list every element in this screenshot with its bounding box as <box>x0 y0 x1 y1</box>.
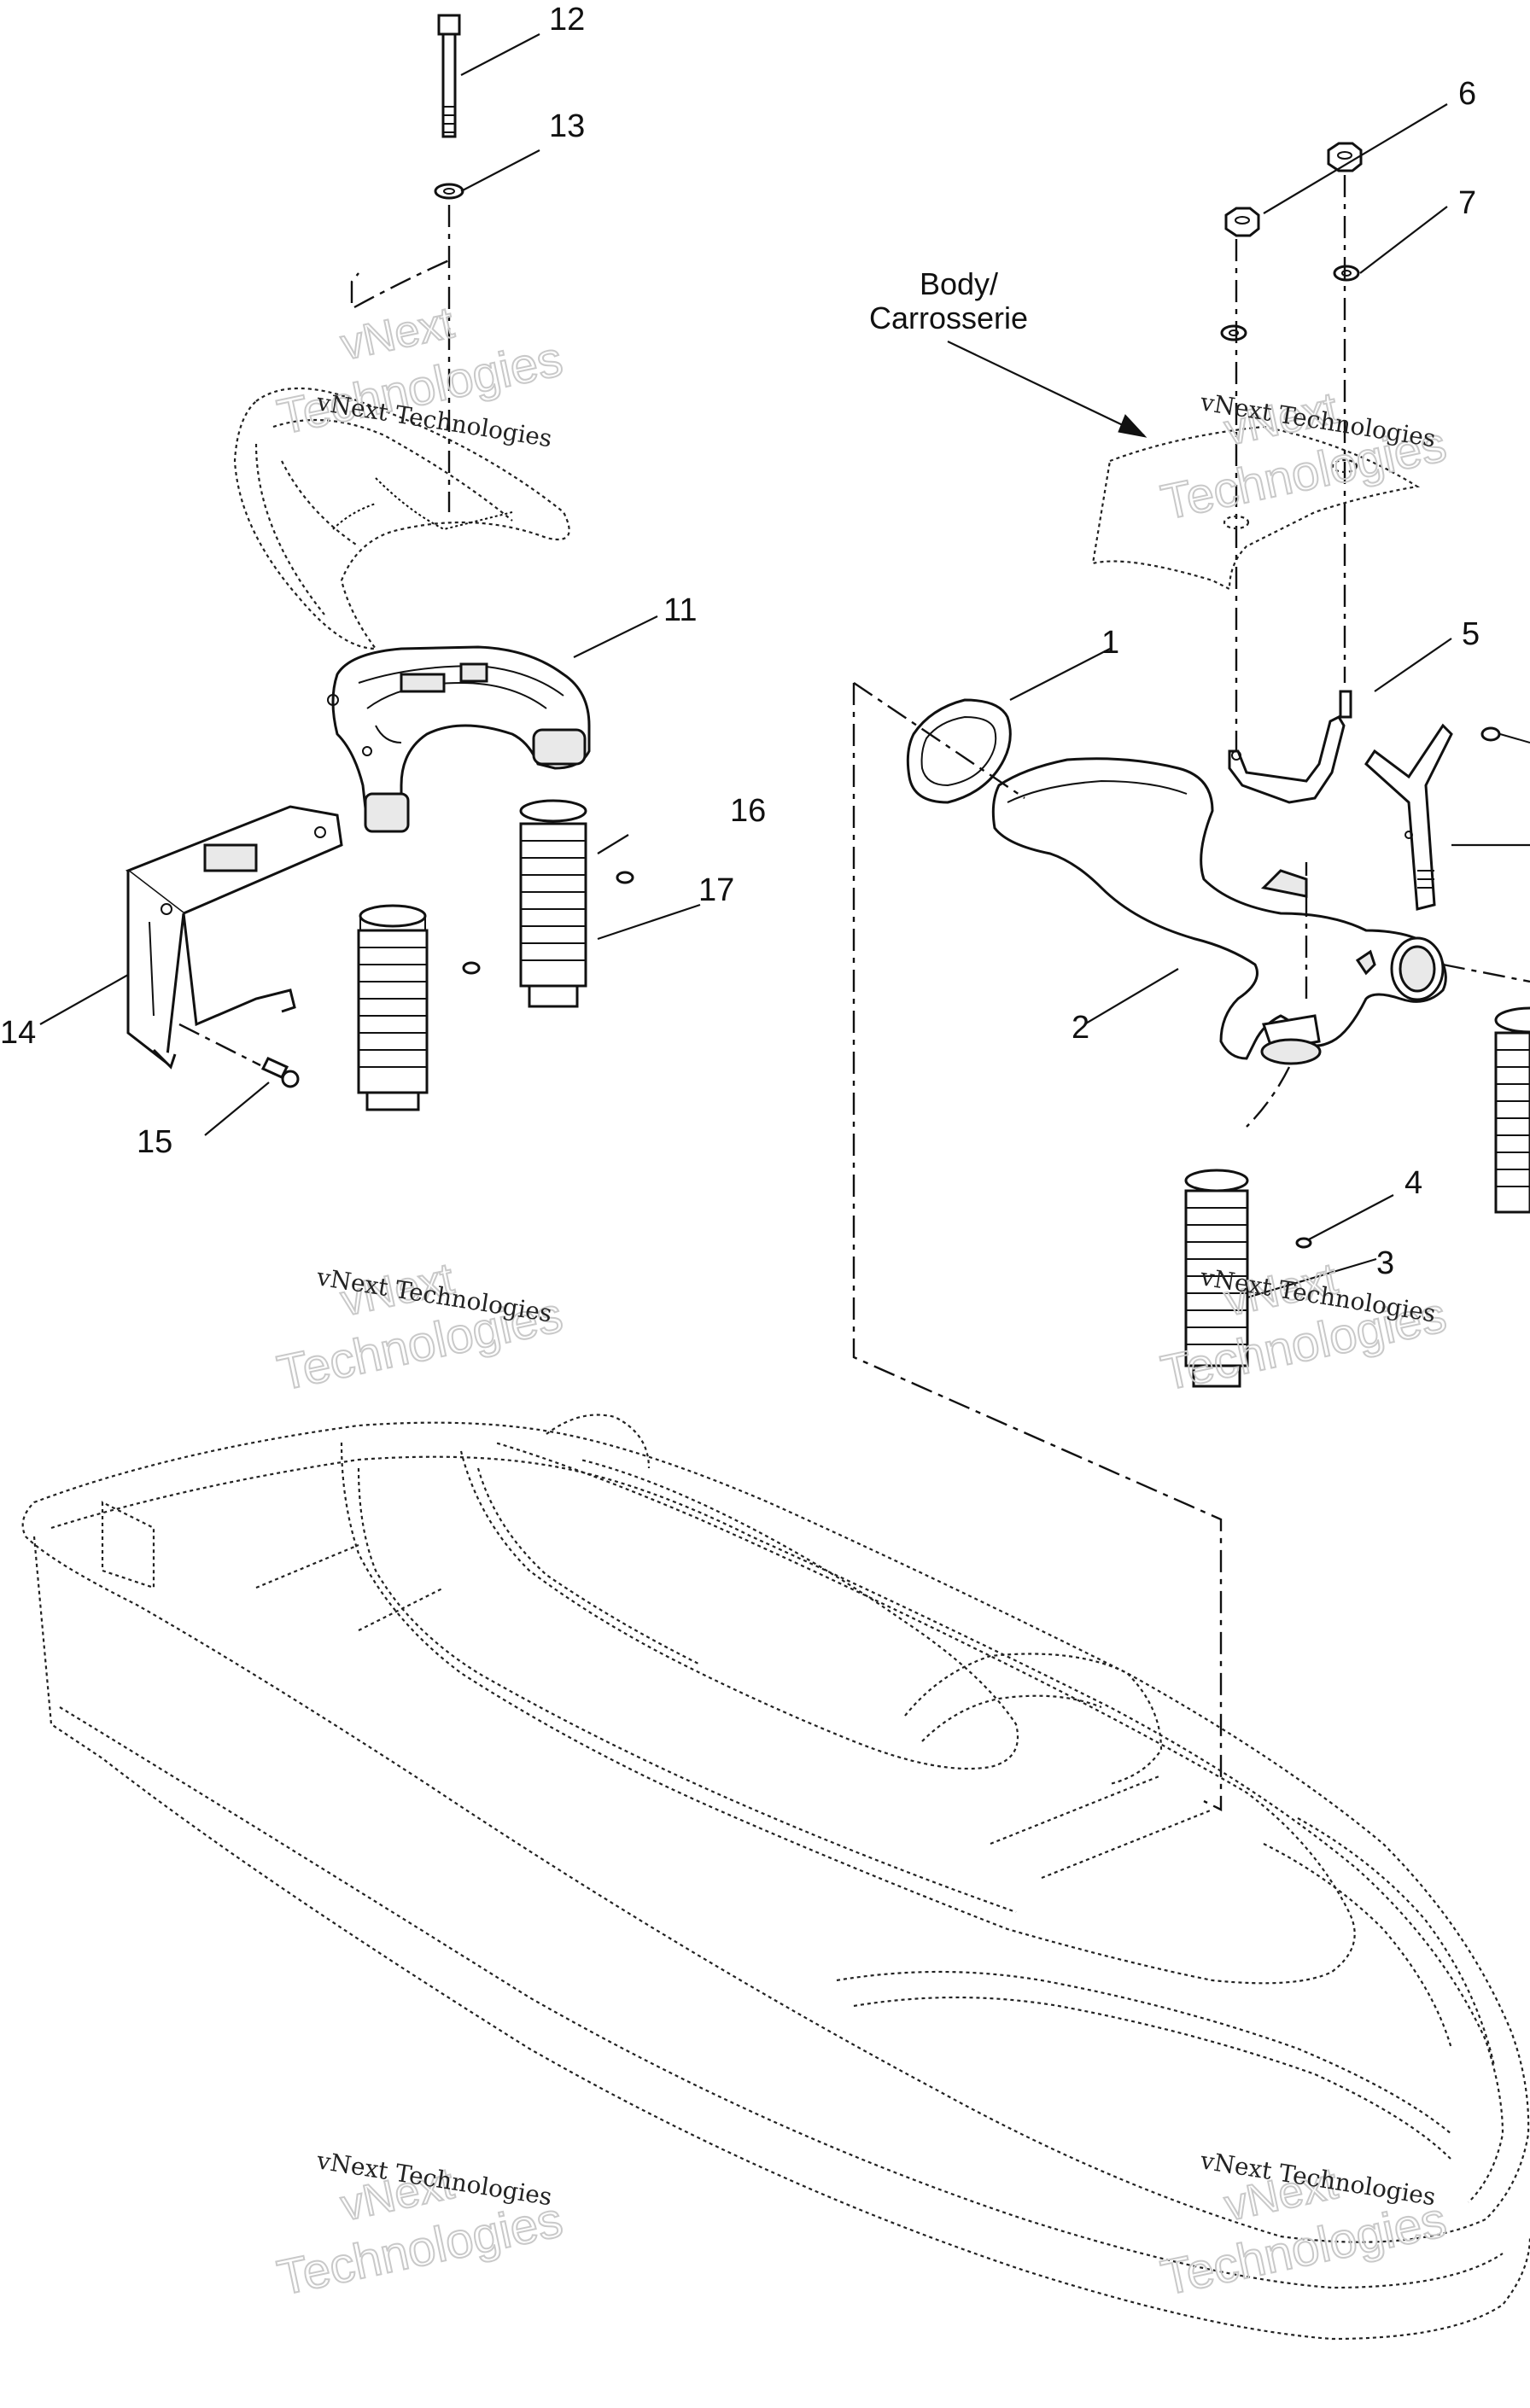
washer-7 <box>1220 265 1360 341</box>
watercraft-hull-dotted <box>21 1414 1530 2341</box>
callout-14: 14 <box>0 1015 36 1051</box>
gasket-1 <box>906 698 1012 804</box>
bracket-5 <box>1228 690 1530 911</box>
bellows-left-1 <box>357 904 429 1111</box>
screw-16 <box>462 871 634 975</box>
intake-y-duct-2 <box>991 757 1447 1065</box>
body-label-line2: Carrosserie <box>869 300 1028 335</box>
bellows-right-partial <box>1494 1006 1530 1214</box>
washer-13 <box>434 183 464 200</box>
cover-piece-dotted <box>233 387 570 650</box>
callout-12: 12 <box>549 2 585 38</box>
leader-lines <box>39 33 1530 1299</box>
bracket-14 <box>125 805 343 1070</box>
callout-2: 2 <box>1072 1010 1089 1046</box>
bellows-right-3 <box>1184 1169 1249 1388</box>
callout-5: 5 <box>1462 616 1480 652</box>
callout-16: 16 <box>730 793 766 829</box>
watermarks: vNext Technologies vNext Technologies vN… <box>272 297 1452 2307</box>
bolt-12 <box>437 14 461 138</box>
callout-17: 17 <box>698 872 734 908</box>
callout-6: 6 <box>1458 76 1476 112</box>
nut-6-left <box>1224 207 1260 237</box>
callout-11: 11 <box>663 592 697 628</box>
body-dotted-shape <box>1091 425 1421 591</box>
callout-13: 13 <box>549 108 585 144</box>
callout-7: 7 <box>1458 185 1476 221</box>
callout-4: 4 <box>1404 1165 1422 1201</box>
intake-duct-11 <box>327 645 591 833</box>
body-label: Body/ Carrosserie <box>869 266 1028 335</box>
callout-3: 3 <box>1376 1245 1394 1281</box>
body-label-line1: Body/ <box>920 266 998 301</box>
callout-15: 15 <box>137 1124 172 1160</box>
bellows-left-2 <box>519 799 587 1008</box>
callout-numbers: 12 13 11 16 17 14 15 6 7 1 5 2 4 3 <box>0 2 1480 1281</box>
screw-4 <box>1295 1237 1312 1249</box>
callout-1: 1 <box>1101 625 1119 661</box>
nut-6-right <box>1327 142 1363 172</box>
screw-15 <box>260 1057 300 1088</box>
